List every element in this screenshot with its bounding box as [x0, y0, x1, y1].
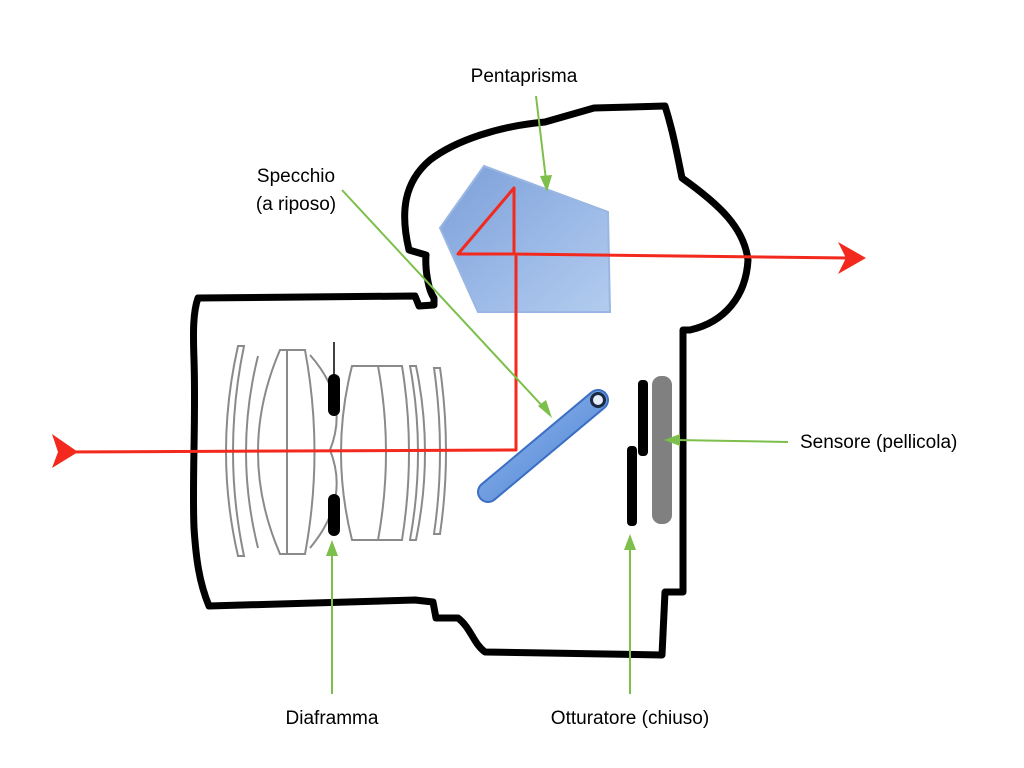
leader-sensor — [675, 439, 789, 443]
shutter — [627, 380, 648, 526]
label-sensor: Sensore (pellicola) — [800, 432, 957, 453]
label-mirror-line1: Specchio — [257, 166, 335, 187]
leader-mirror — [341, 189, 547, 411]
aperture-blade-bottom — [328, 494, 340, 536]
aperture-blade-top — [328, 374, 340, 416]
label-mirror-line2: (a riposo) — [256, 194, 336, 215]
lens-elements — [225, 345, 447, 557]
label-pentaprism: Pentaprisma — [471, 66, 578, 87]
light-ray — [57, 186, 849, 454]
light-ray-path — [57, 186, 849, 454]
leader-pentaprism — [535, 95, 547, 181]
shutter-blade-bottom — [627, 446, 637, 526]
aperture-blades — [328, 342, 340, 536]
label-aperture: Diaframma — [286, 708, 379, 729]
arrowhead-right-out-icon — [838, 242, 866, 274]
lens-element-8 — [408, 365, 426, 541]
lens-element-2 — [257, 349, 288, 555]
lens-element-1 — [225, 345, 246, 557]
label-shutter: Otturatore (chiuso) — [551, 708, 709, 729]
lens-element-9 — [432, 367, 447, 535]
lens-element-7 — [378, 365, 410, 541]
shutter-blade-top — [638, 380, 648, 456]
sensor-shape — [652, 376, 672, 524]
arrowhead-right-in-icon — [52, 434, 78, 468]
mirror — [477, 389, 609, 503]
leader-lines — [326, 95, 789, 694]
pentaprism-shape — [438, 164, 612, 313]
